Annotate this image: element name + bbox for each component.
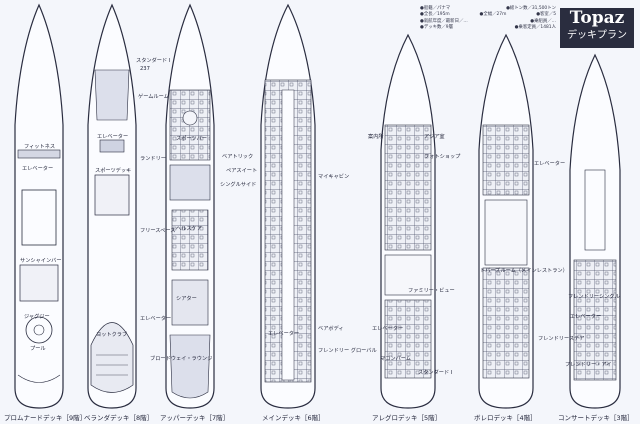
main-tag-elevator: エレベーター xyxy=(268,329,299,337)
spec-item: ●船籍／パナマ xyxy=(420,6,451,11)
allegro-tag-info: 案内所 xyxy=(368,132,384,140)
concert-tag-elevator: エレベーター xyxy=(570,312,601,320)
spec-item: ●全幅／27m xyxy=(479,12,507,18)
upper-tag-theater: シアター xyxy=(176,294,197,302)
upper-tag-game-room: ゲームルーム xyxy=(138,92,169,100)
allegro-tag-standard: スタンダード I xyxy=(418,368,453,376)
bolero-tag-elevator: エレベーター xyxy=(534,159,565,167)
main-tag-pair-body: ベアボディ xyxy=(318,324,344,332)
upper-tag-sports-bar: スポーツバー xyxy=(176,134,207,142)
spec-row: ●就航年度／最新日／… ●乗組員／… xyxy=(420,19,556,25)
deck-allegro[interactable] xyxy=(380,33,436,409)
spec-row: ●全長／195m ●全幅／27m ●客室／5 xyxy=(420,12,556,18)
page-subtitle: デッキプラン xyxy=(567,30,627,41)
spec-row: ●デッキ数／9層 ●乗客定員／1481人 xyxy=(420,25,556,31)
promenade-tag-jacuzzi: ジャグジー xyxy=(24,312,50,320)
deck-label-promenade: プロムナードデッキ［9階］ xyxy=(4,413,86,422)
deck-veranda[interactable] xyxy=(87,3,137,409)
deck-label-allegro: アレグロデッキ［5階］ xyxy=(372,413,441,422)
spec-item: ●就航年度／最新日／… xyxy=(420,18,468,24)
deck-concert[interactable] xyxy=(569,53,621,409)
upper-tag-standard: スタンダード I xyxy=(136,56,171,64)
deck-label-concert: コンサートデッキ［3階］ xyxy=(558,413,634,422)
spec-item: ●全長／195m xyxy=(420,12,450,18)
ship-name: Topaz xyxy=(569,8,625,28)
deck-main[interactable] xyxy=(260,3,316,409)
spec-item: ●デッキ数／9層 xyxy=(420,25,453,31)
allegro-tag-topaz-room: トパーズルーム（メインレストラン） xyxy=(480,266,568,274)
title-box: Topaz デッキプラン xyxy=(560,8,634,48)
concert-tag-friendly-single: フレンドリーシングル xyxy=(568,292,620,300)
bolero-tag-friendly-stair: フレンドリーステア xyxy=(538,335,584,342)
veranda-tag-elevator: エレベーター xyxy=(97,132,128,140)
upper-tag-laundry: ランドリー xyxy=(140,155,166,162)
deck-promenade[interactable] xyxy=(14,3,64,409)
allegro-tag-elevator: エレベーター xyxy=(372,324,403,332)
deck-label-veranda: ベランダデッキ［8階］ xyxy=(84,413,153,422)
allegro-tag-asia-room: アジア室 xyxy=(424,132,445,140)
deck-upper[interactable] xyxy=(165,3,215,409)
concert-tag-friendly-eye: フレンドリー・アイ xyxy=(565,361,611,368)
upper-tag-free-space: フリースペース xyxy=(140,227,175,234)
upper-tag-broadway-lounge: ブロードウェイ・ラウンジ xyxy=(150,354,212,362)
allegro-tag-macon-palm: マコンパーム xyxy=(380,355,411,362)
allegro-tag-photo-shop: フォトショップ xyxy=(424,153,461,160)
deck-bolero[interactable] xyxy=(478,33,534,409)
spec-row: ●船籍／パナマ ●総トン数／31,500トン xyxy=(420,6,556,12)
upper-tag-healthcare: ヘルスケア xyxy=(176,225,202,232)
promenade-tag-pool: プール xyxy=(30,345,46,352)
main-tag-pair-suite: ペアスイート xyxy=(226,167,257,174)
deck-label-upper: アッパーデッキ［7階］ xyxy=(160,413,229,422)
deck-label-main: メインデッキ［6階］ xyxy=(262,413,325,422)
spec-item: ●乗組員／… xyxy=(530,18,556,24)
deck-label-bolero: ボレロデッキ［4階］ xyxy=(474,413,537,422)
spec-item: ●客室／5 xyxy=(536,12,556,18)
spec-item: ●総トン数／31,500トン xyxy=(506,6,556,11)
veranda-tag-sports-deck: スポーツデッキ xyxy=(95,166,131,174)
main-tag-friendly-global: フレンドリー グローバル xyxy=(318,346,377,354)
upper-tag-elevator: エレベーター xyxy=(140,314,171,322)
promenade-tag-sunshine-bar: サンシャインバー xyxy=(20,257,62,264)
ship-specs: ●船籍／パナマ ●総トン数／31,500トン ●全長／195m ●全幅／27m ●客室… xyxy=(420,6,556,32)
spec-item: ●乗客定員／1481人 xyxy=(514,25,556,31)
veranda-tag-yacht-club: ヨットクラブ xyxy=(96,330,127,338)
allegro-tag-family-view: ファミリー・ビュー xyxy=(408,286,455,294)
main-tag-my-cabin: マイキャビン xyxy=(318,172,349,180)
promenade-tag-fitness: フィットネス xyxy=(24,143,55,150)
main-tag-beatrick: ベアトリック xyxy=(222,153,253,160)
main-tag-single-side: シングルサイド xyxy=(220,180,256,188)
upper-tag-237: 237 xyxy=(140,66,150,72)
promenade-tag-elevator: エレベーター xyxy=(22,164,53,172)
